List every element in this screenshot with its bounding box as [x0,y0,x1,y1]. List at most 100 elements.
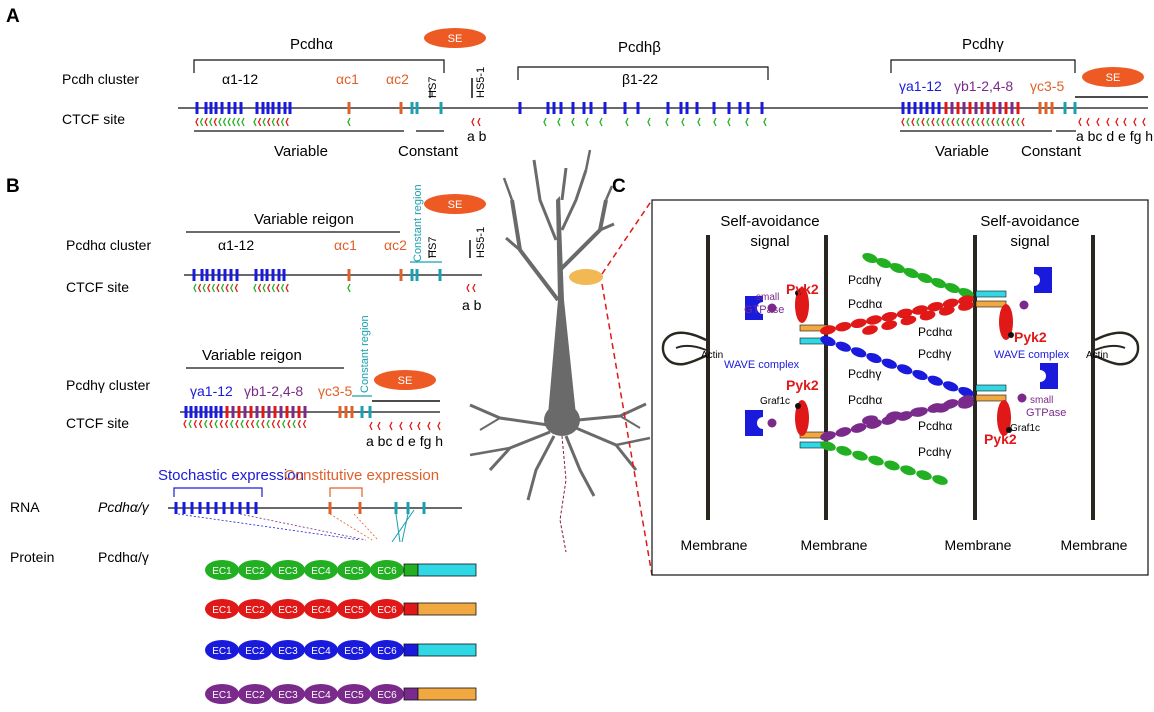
exon-b [695,102,699,114]
ec-domain-c [820,335,836,347]
pcdha-chain-top-left [820,295,974,335]
exon-b2-gb [279,406,283,418]
rna-exon-constant [406,502,410,514]
ec-label: EC5 [344,690,364,701]
ctcf-arrow-b1 [267,283,271,293]
ctcf-arrow-b [713,117,717,127]
rna-exon-variable [222,502,226,514]
self-avoidance-label-left: Self-avoidance [720,213,819,230]
ec-domain-c [900,315,917,326]
cyto-tail-right-tan-b [975,394,1007,402]
ctcf-arrow-g [956,117,960,127]
ctcf-arrow-g [946,117,950,127]
exon-g-constant [1073,102,1077,114]
pyk2-left-bottom [795,400,809,436]
pcdha-title: Pcdhα [290,36,333,53]
pcdha-label-c2: Pcdhα [918,325,952,339]
ctcf-arrow-g [1016,117,1020,127]
se-label-a1: SE [448,33,463,45]
ctcf-arrow-b [745,117,749,127]
exon-b [679,102,683,114]
ctcf-arrow-a [257,117,262,127]
ec-label: EC1 [212,566,232,577]
exon-b1-variable [282,269,286,281]
ctcf-arrow-b2-se [377,421,381,431]
ec-label: EC4 [311,690,331,701]
pcdhb-bracket [517,66,769,80]
pcdhg-label-c1: Pcdhγ [848,273,881,287]
ctcf-arrow-g [921,117,925,127]
ec-domain-c [881,311,898,322]
constitutive-bracket [329,487,363,497]
pcdhg-chain-top-right [862,252,974,299]
membrane-label-3: Membrane [945,537,1012,553]
transmembrane-segment [403,563,419,577]
exon-b2-ga [214,406,218,418]
exon-b2-gb [249,406,253,418]
ctcf-arrow-b2 [302,419,307,429]
rna-exon-constitutive [328,502,332,514]
ctcf-arrow-a [236,117,240,127]
zoom-line-bottom [601,283,653,576]
exon-gc [1038,102,1042,114]
wave-label-left: WAVE complex [724,359,800,371]
ec-domain [271,560,305,580]
ctcf-arrow-b2 [250,419,255,429]
rna-exon-variable [174,502,178,514]
ctcf-arrow-g [986,117,990,127]
a1-12-label: α1-12 [222,71,258,87]
ctcf-arrow-b2 [204,419,208,429]
ec-domain-c [866,315,882,325]
cyto-tail-right-tan [975,300,1007,308]
ec-label: EC3 [278,605,298,616]
exon-gb [962,102,966,114]
exon-b [666,102,670,114]
ec-label: EC6 [377,605,397,616]
exon-gb [986,102,990,114]
ec-domain-c [903,267,919,279]
ec-label: EC5 [344,646,364,657]
exon-group-b1 [192,269,442,281]
exon-gc [1044,102,1048,114]
ctcf-arrow-b [763,117,767,127]
ec-domain [304,599,338,619]
exon-b2-ga [199,406,203,418]
exon-gb [956,102,960,114]
ctcf-arrow-b2-se [437,421,441,431]
cyto-tail-right-cyan-b [975,384,1007,392]
se-ellipse-a1 [424,28,486,48]
exon-b2-gb [225,406,229,418]
ctcf-arrow-b1 [230,283,234,293]
ctcf-arrow-b1 [276,283,280,293]
ac1-label-b: αc1 [334,237,357,253]
splicing-lines [177,513,379,541]
ctcf-arrow-b2 [240,419,244,429]
protein-gene-label: Pcdhα/γ [98,549,149,565]
pcdha-label-c1: Pcdhα [848,297,882,311]
pyk2-dot [795,290,801,296]
ec-domain-c [897,364,913,375]
panel-label-b: B [6,176,20,197]
ec-domain [238,599,272,619]
ctcf-arrow-b1-hs51 [472,283,476,293]
ec-domain-c [881,320,898,330]
exon-b [546,102,550,114]
self-avoidance-label-right: Self-avoidance [980,213,1079,230]
exon-b1-variable [235,269,239,281]
gtpase-label-left: GTPase [744,304,784,316]
ab-label-b: a b [462,297,482,313]
rna-exon-variable [254,502,258,514]
membrane-label-2: Membrane [801,537,868,553]
exon-ga [901,102,905,114]
membrane-label-4: Membrane [1061,537,1128,553]
exon-gb [1016,102,1020,114]
exon-gb [974,102,978,114]
ec-domain [337,684,371,704]
ctcf-arrow-b2 [292,419,296,429]
exon-b [552,102,556,114]
exon-b1-constant [410,269,414,281]
hs7-label: HS7 [427,77,439,98]
ab-label-a: a b [467,128,487,144]
